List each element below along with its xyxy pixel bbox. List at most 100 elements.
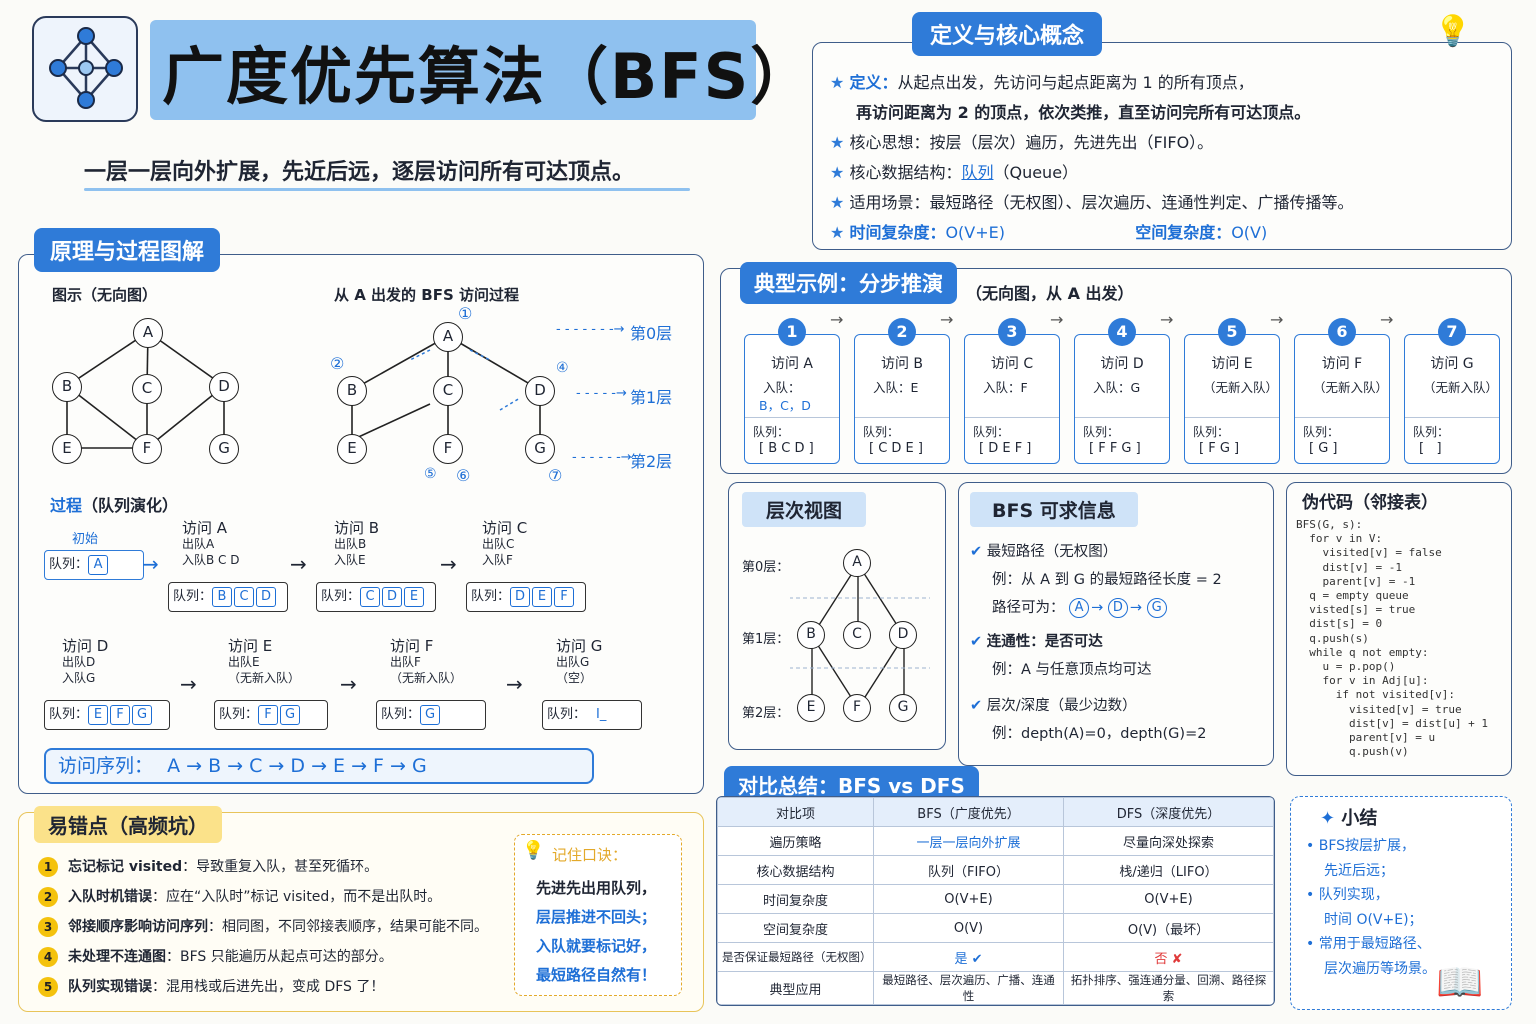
levelview-l2: 第2层： (742, 706, 790, 721)
pseudo-code: BFS(G, s): for v in V: visited[v] = fals… (1296, 518, 1489, 759)
graph-node-b: B (52, 372, 82, 402)
example-step-arrow: → (1050, 310, 1064, 329)
level-0-arrow: - - - - - - -→ (556, 322, 625, 337)
example-step-line1: （无新入队） (1203, 380, 1279, 395)
bfs-node-a: A (433, 322, 463, 352)
order-mark-7: ⑦ (548, 466, 563, 485)
order-mark-2: ② (330, 354, 345, 373)
example-step-line1: （无新入队） (1423, 380, 1499, 395)
example-step-number: 1 (778, 318, 806, 346)
graph-node-e: E (52, 434, 82, 464)
example-step-queue-label: 队列： (753, 425, 790, 439)
lv-node-b: B (797, 621, 825, 649)
lv-node-c: C (843, 621, 871, 649)
def-line2: 再访问距离为 2 的顶点，依次类推，直至访问完所有可达顶点。 (856, 103, 1311, 122)
example-step-number: 5 (1218, 318, 1246, 346)
example-step-title: 访问 G (1430, 356, 1474, 372)
level-1-arrow: - - - - -→ (576, 386, 627, 401)
example-step-title: 访问 B (880, 356, 924, 372)
time-label: 时间复杂度： (849, 223, 946, 242)
init-arrow: → (142, 552, 159, 576)
example-step-queue: [ ] (1419, 441, 1442, 456)
level-2-label: 第2层 (630, 452, 673, 471)
example-step-queue: [ F F G ] (1089, 441, 1141, 456)
example-step-arrow: → (830, 310, 844, 329)
example-step-title: 访问 F (1321, 356, 1363, 372)
pseudo-panel (1286, 482, 1512, 776)
info-title: BFS 可求信息 (970, 492, 1138, 527)
table-row: 核心数据结构队列（FIFO）栈/递归（LIFO） (717, 855, 1274, 885)
info-item-2-line1: 例：A 与任意顶点均可达 (992, 662, 1152, 678)
definition-panel (812, 42, 1512, 250)
principle-tab: 原理与过程图解 (34, 228, 221, 272)
def-ds-label: 核心数据结构： (849, 163, 962, 182)
info-item-1-head: 最短路径（无权图） (986, 544, 1118, 560)
lv-node-e: E (797, 694, 825, 722)
table-row: 是否保证最短路径（无权图）是 ✔否 ✘ (717, 942, 1274, 972)
mistakes-title: 易错点（高频坑） (34, 806, 222, 843)
bfs-node-e: E (337, 434, 367, 464)
def-idea: 核心思想：按层（层次）遍历，先进先出（FIFO）。 (849, 133, 1214, 152)
table-row: 典型应用最短路径、层次遍历、广播、连通性拓扑排序、强连通分量、回溯、路径探索 (717, 971, 1274, 1005)
levelview-l0: 第0层： (742, 560, 790, 575)
def-ds-value: 队列 (961, 163, 994, 182)
example-step-queue: [ F G ] (1199, 441, 1240, 456)
example-step-card: 访问 E（无新入队）队列：[ F G ] (1184, 334, 1280, 464)
tip-title: 记住口诀： (552, 846, 628, 864)
example-step-arrow: → (1160, 310, 1174, 329)
visit-sequence: 访问序列： A → B → C → D → E → F → G (44, 748, 594, 784)
example-step-queue-label: 队列： (1083, 425, 1120, 439)
proc-arrow-2: → (440, 552, 457, 576)
graph-node-a: A (133, 318, 163, 348)
example-step-queue: [ G ] (1309, 441, 1338, 456)
proc-queue-7: 队列：I_ (542, 700, 642, 730)
definition-tab: 定义与核心概念 (912, 12, 1103, 56)
graph-node-f: F (132, 434, 162, 464)
info-body: ✔ 最短路径（无权图） 例：从 A 到 G 的最短路径长度 = 2 路径可为： … (970, 538, 1222, 748)
bfs-process-label: 从 A 出发的 BFS 访问过程 (334, 286, 519, 304)
page-title: 广度优先算法（BFS） (162, 40, 815, 113)
info-item-3-head: 层次/深度（最少边数） (986, 698, 1137, 714)
example-step-line1: 入队：F (983, 380, 1028, 395)
summary-title: ✦ 小结 (1320, 808, 1378, 829)
example-step-title: 访问 E (1211, 356, 1253, 372)
time-value: O(V+E) (945, 223, 1005, 242)
init-label: 初始 (72, 532, 99, 547)
lightbulb-icon: 💡 (1434, 14, 1472, 49)
levelview-l1: 第1层： (742, 632, 790, 647)
example-step-number: 6 (1328, 318, 1356, 346)
order-mark-6: ⑥ (456, 466, 471, 485)
bfs-node-c: C (433, 376, 463, 406)
process-title: 过程（队列演化） (50, 496, 179, 515)
bfs-node-b: B (337, 376, 367, 406)
example-step-line1: 入队： (763, 380, 801, 395)
example-step-queue-label: 队列： (1413, 425, 1450, 439)
example-step-title: 访问 D (1100, 356, 1144, 372)
info-item-3-line1: 例：depth(A)=0，depth(G)=2 (992, 726, 1207, 742)
example-step-queue-label: 队列： (973, 425, 1010, 439)
example-tab: 典型示例：分步推演 (740, 262, 957, 304)
example-step-queue-label: 队列： (863, 425, 900, 439)
example-step-card: 访问 G （无新入队） 队列： [ ] (1404, 334, 1500, 464)
example-step-line1: （无新入队） (1313, 380, 1389, 395)
tip-box (514, 834, 682, 996)
example-step-queue: [ C D E ] (869, 441, 923, 456)
example-tab-suffix: （无向图，从 A 出发） (966, 284, 1134, 303)
tip-bulb-icon: 💡 (522, 840, 545, 861)
info-item-1-line2: 路径可为： (992, 600, 1065, 616)
